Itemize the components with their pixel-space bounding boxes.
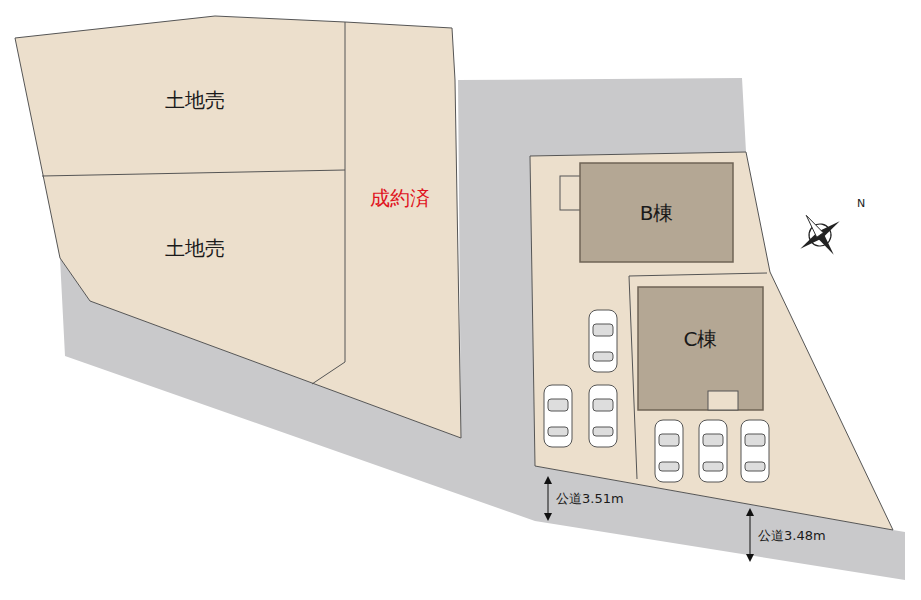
porch — [560, 176, 582, 210]
node-text: 土地売 — [165, 89, 225, 111]
lot-line — [312, 22, 345, 384]
porch — [708, 391, 738, 410]
land-lot-label: 土地売 — [120, 230, 270, 266]
node-text: B棟 — [640, 202, 674, 224]
land-lot-label: 土地売 — [120, 82, 270, 118]
lot-line — [42, 170, 345, 176]
node-text: 土地売 — [165, 237, 225, 259]
compass — [787, 202, 854, 269]
dimension-arrows — [544, 476, 754, 562]
building-box: C棟 — [638, 287, 763, 391]
building-b — [580, 163, 733, 262]
building-lot — [530, 152, 893, 530]
node-text: 成約済 — [370, 187, 430, 209]
road-width: 公道3.51m — [556, 492, 624, 506]
cars — [544, 310, 769, 482]
road-width: 公道3.48m — [758, 529, 826, 543]
building-box: B棟 — [580, 163, 733, 262]
node-text: C棟 — [684, 328, 718, 350]
land-lots — [15, 16, 461, 438]
building-c — [638, 287, 763, 410]
north-mark: N — [857, 198, 865, 210]
sold-lot-label: 成約済 — [350, 180, 450, 216]
